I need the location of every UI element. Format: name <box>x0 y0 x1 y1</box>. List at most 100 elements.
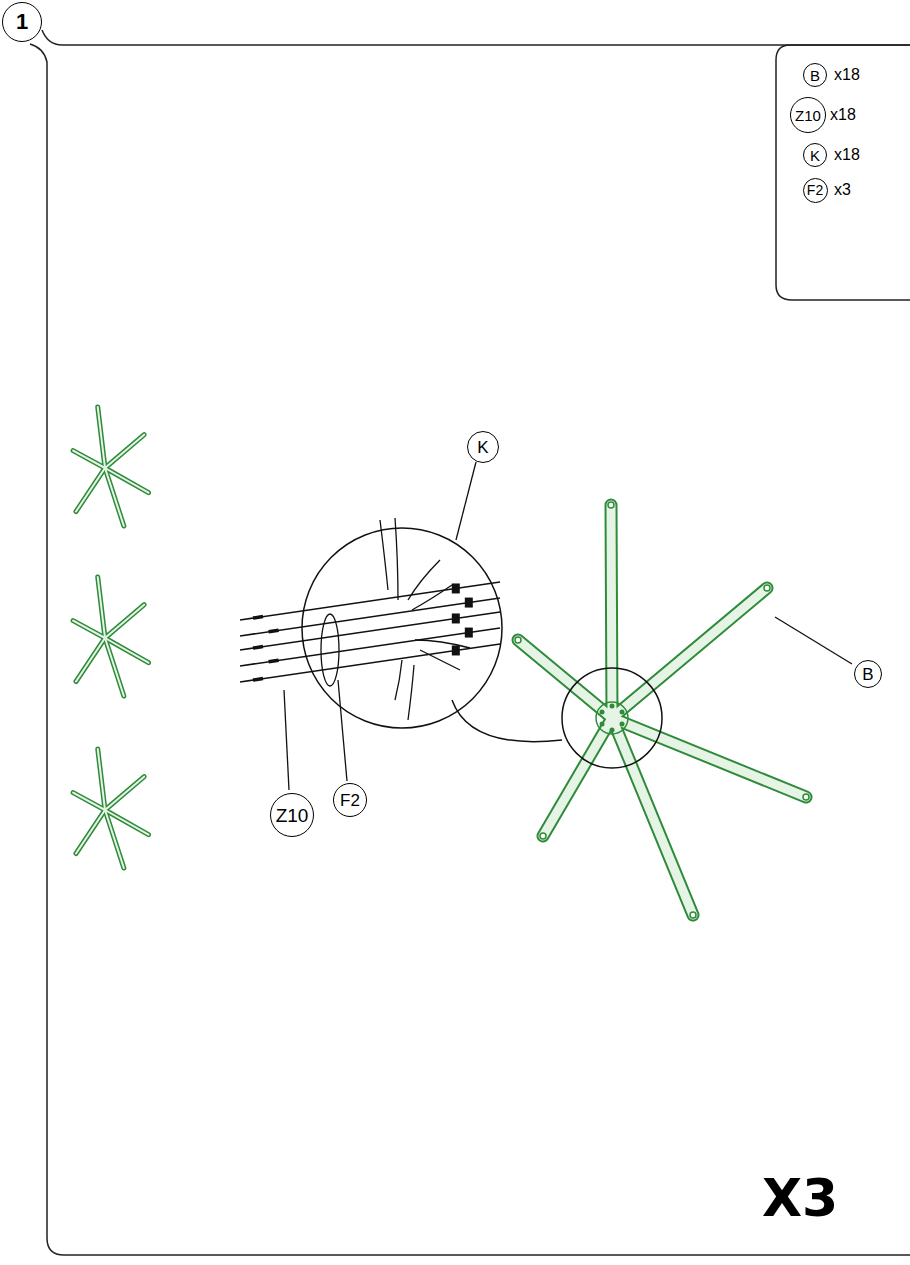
nut <box>452 645 460 655</box>
leg-arm <box>98 577 105 638</box>
bolt-detail <box>415 640 470 648</box>
leg-hole <box>608 502 614 508</box>
bolt-tip <box>269 630 279 632</box>
hub-magnifier <box>562 668 662 768</box>
quantity-label: x18 <box>830 107 856 123</box>
hub-magnifier <box>620 710 625 715</box>
leg-hole <box>764 585 770 591</box>
leg-arm <box>98 407 105 468</box>
part-callout: F2 <box>333 783 367 817</box>
leg-arm <box>612 588 767 718</box>
large-leg-frame <box>518 505 806 915</box>
leg-arm <box>105 435 144 468</box>
nut <box>452 613 460 623</box>
bolt-detail <box>240 582 500 682</box>
small-leg-frames <box>73 407 148 868</box>
leg-arm <box>612 588 767 718</box>
leg-arm <box>105 777 144 810</box>
hub-magnifier <box>452 700 562 742</box>
hub-magnifier <box>596 702 628 734</box>
callout-letter: Z10 <box>276 806 309 825</box>
callout-letter: F2 <box>340 792 360 809</box>
quantity-label: x18 <box>834 67 860 83</box>
bolt-detail <box>395 660 402 700</box>
small-leg-frames <box>73 407 148 868</box>
nut <box>452 583 460 593</box>
bolt-tip <box>269 660 279 662</box>
leg-arm <box>105 810 124 868</box>
repeat-count: X3 <box>762 1172 838 1224</box>
parts-legend-box <box>776 45 910 300</box>
leg-arm <box>98 577 105 638</box>
leg-arm <box>98 749 105 810</box>
leader-lines <box>338 680 347 781</box>
part-callout: K <box>803 143 827 167</box>
hub-magnifier <box>620 722 625 727</box>
bolt-detail <box>380 520 388 590</box>
hub-magnifier <box>600 722 605 727</box>
bolt-detail <box>395 518 398 600</box>
leg-arm <box>76 638 105 682</box>
bolt-rod <box>240 612 500 650</box>
leg-arm <box>76 468 105 512</box>
leader-lines <box>284 690 289 790</box>
leg-hole <box>803 794 809 800</box>
large-leg-frame <box>515 502 809 918</box>
leg-arm <box>73 621 105 638</box>
bolt-tip <box>253 617 263 619</box>
leg-arm <box>543 718 612 836</box>
leg-arm <box>611 505 612 718</box>
leader-lines <box>284 462 852 790</box>
leg-hole <box>690 912 696 918</box>
bolt-rod <box>240 582 500 620</box>
nut <box>465 628 473 638</box>
leg-arm <box>105 435 144 468</box>
part-callout: B <box>854 660 882 688</box>
leg-arm <box>98 407 105 468</box>
leader-lines <box>775 617 852 664</box>
leg-arm <box>105 638 124 696</box>
leg-arm <box>518 640 612 718</box>
part-callout: Z10 <box>790 97 826 133</box>
leg-arm <box>105 777 144 810</box>
leg-arm <box>73 793 105 810</box>
leg-arm <box>105 468 124 526</box>
bolt-detail <box>240 518 500 720</box>
bolt-detail <box>253 617 279 681</box>
callout-letter: 1 <box>16 11 28 33</box>
bolt-tip <box>253 679 263 681</box>
bolt-rod <box>240 644 500 682</box>
page-frame <box>30 30 910 1255</box>
leader-lines <box>456 462 476 540</box>
leg-arm <box>76 468 105 512</box>
parts-legend-box <box>776 45 910 300</box>
page-frame <box>30 44 910 1255</box>
leg-arm <box>518 640 612 718</box>
page-frame <box>42 30 910 45</box>
callout-letter: B <box>862 666 873 683</box>
callout-letter: K <box>477 439 488 456</box>
hub-magnifier <box>302 528 502 728</box>
small-leg-frames <box>73 407 148 868</box>
part-callout: F2 <box>803 178 828 203</box>
bolt-detail <box>452 583 473 655</box>
hub-magnifier <box>600 704 625 733</box>
leg-arm <box>611 505 612 718</box>
leg-arm <box>73 793 105 810</box>
hub-magnifier <box>610 728 615 733</box>
hub-magnifier <box>302 528 662 768</box>
part-callout: Z10 <box>270 793 314 837</box>
leg-arm <box>73 451 105 468</box>
step-number: 1 <box>2 2 42 42</box>
hub-magnifier <box>600 710 605 715</box>
callout-letter: F2 <box>807 183 823 197</box>
nut <box>465 598 473 608</box>
callout-letter: B <box>810 68 820 83</box>
callout-letter: K <box>810 148 820 163</box>
leg-arm <box>76 810 105 854</box>
leg-arm <box>105 605 144 638</box>
leg-arm <box>73 451 105 468</box>
quantity-label: x3 <box>834 182 851 198</box>
leg-arm <box>105 605 144 638</box>
